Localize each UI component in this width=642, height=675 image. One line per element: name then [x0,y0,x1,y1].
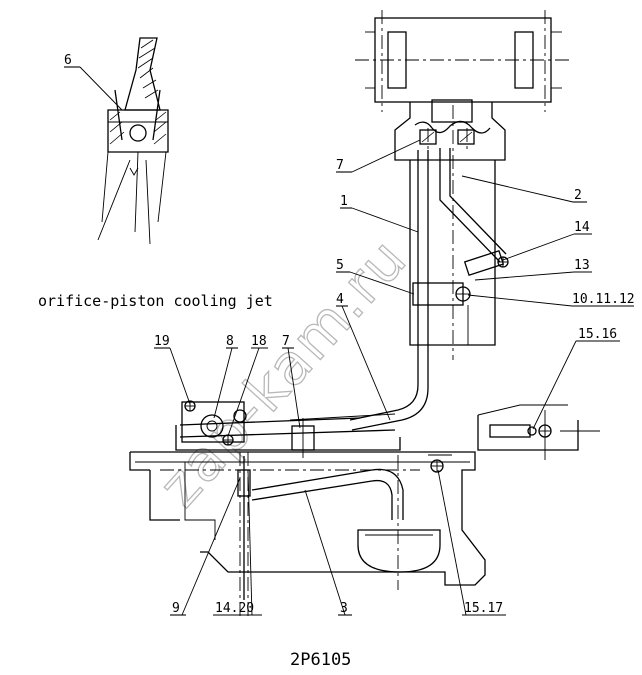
callout-6: 6 [64,53,72,68]
callout-14-20: 14.20 [215,601,254,616]
callout-10-11-12: 10.11.12 [572,292,635,307]
oil-tube [349,150,471,431]
callout-7-top: 7 [336,158,344,173]
callout-19: 19 [154,334,170,349]
callout-1: 1 [340,194,348,209]
jet-tube-assembly [439,148,509,277]
orifice-detail-view [64,37,169,245]
callout-14-top: 14 [574,220,590,235]
callout-7-mid: 7 [282,334,290,349]
callout-15-16: 15.16 [578,327,617,342]
cylinder-block-lower [129,400,486,620]
callout-13: 13 [574,258,590,273]
upper-housing [355,10,570,360]
callout-18: 18 [251,334,267,349]
detail-caption: orifice-piston cooling jet [38,292,273,310]
callout-3: 3 [340,601,348,616]
callout-2: 2 [574,188,582,203]
callout-4: 4 [336,292,344,307]
callout-9: 9 [172,601,180,616]
drawing-code: 2P6105 [290,650,351,670]
callout-15-17: 15.17 [464,601,503,616]
watermark: zap-kam.ru [147,226,420,519]
side-detail-15-16 [477,404,600,460]
callout-5: 5 [336,258,344,273]
callout-8: 8 [226,334,234,349]
